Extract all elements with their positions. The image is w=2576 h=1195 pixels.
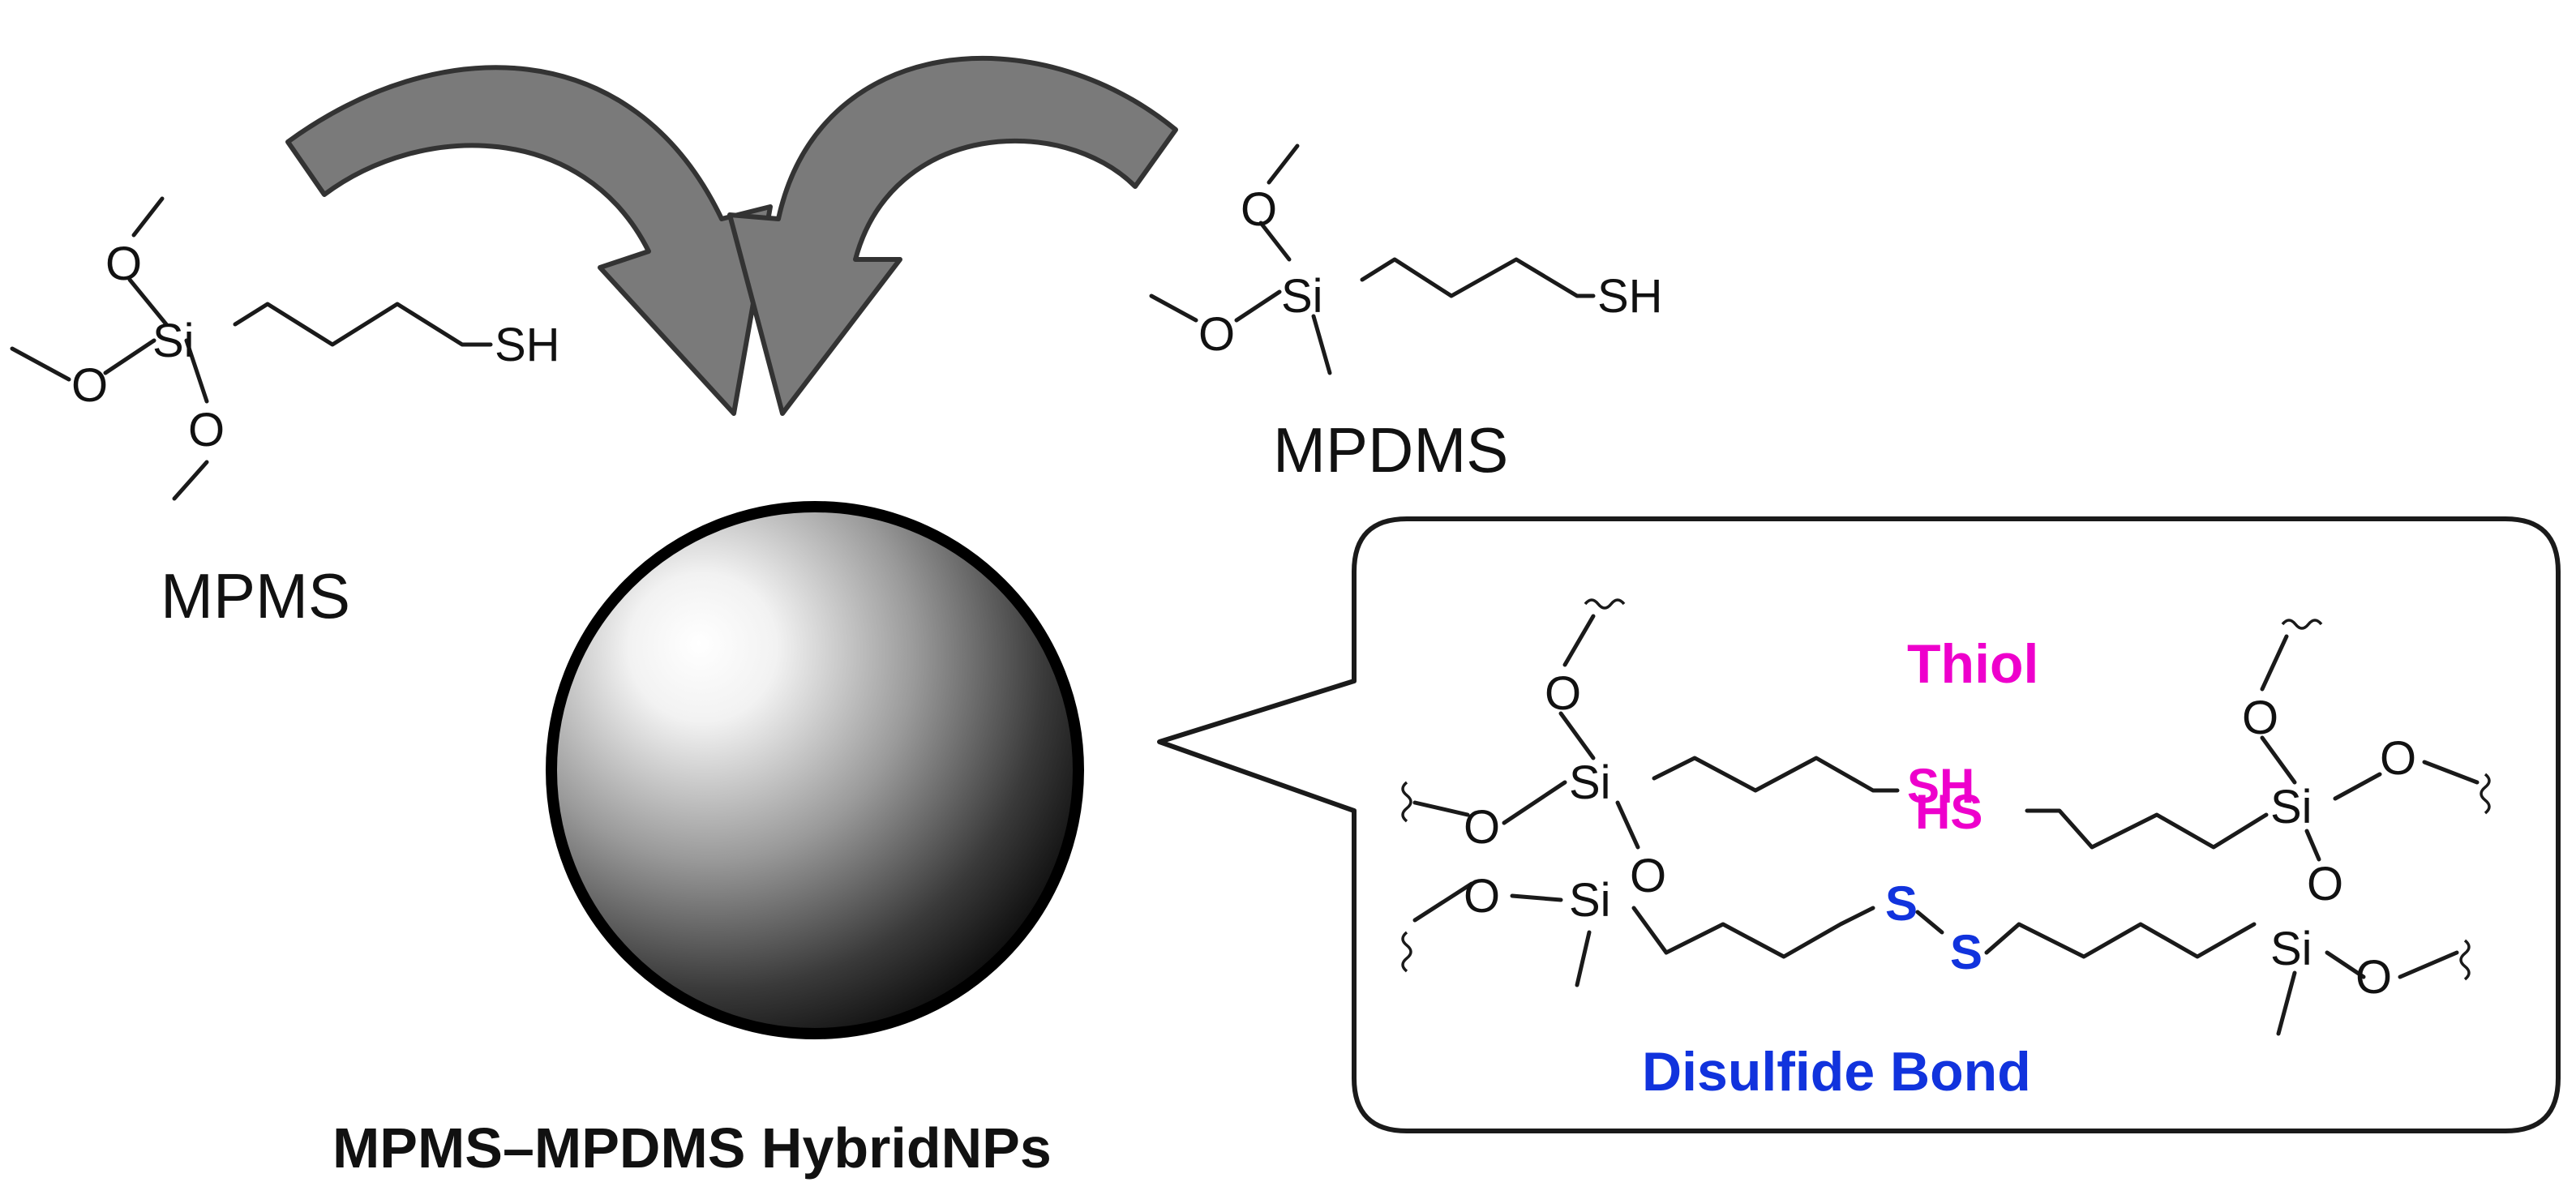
callout-silicon-d: Si: [2270, 923, 2312, 975]
mpms-oxygen-top: O: [105, 238, 142, 290]
callout-oxygen-f: O: [2307, 858, 2343, 910]
mpdms-molecule: O Si O SH MPDMS: [1149, 143, 1663, 486]
callout-oxygen-c: O: [1630, 850, 1666, 902]
callout-oxygen-g: O: [1464, 870, 1500, 923]
callout-oxygen-b: O: [1464, 801, 1500, 854]
mpms-oxygen-left: O: [71, 359, 108, 412]
arrow-left-curved: [285, 65, 773, 416]
callout-oxygen-a: O: [1545, 667, 1581, 720]
callout-disulfide-s1: S: [1885, 876, 1918, 931]
mpdms-silicon: Si: [1281, 270, 1323, 323]
callout-disulfide-s2: S: [1950, 925, 1982, 979]
mpdms-name: MPDMS: [1273, 414, 1508, 486]
callout-thiol-sh: SH: [1907, 759, 1974, 813]
callout-silicon-c: Si: [1569, 874, 1611, 927]
callout-thiol-hs: HS: [1915, 785, 1982, 839]
arrow-right-curved: [727, 55, 1178, 416]
callout-oxygen-d: O: [2242, 692, 2278, 744]
mpms-silicon: Si: [152, 315, 195, 367]
mpms-thiol-group: SH: [495, 319, 560, 371]
thiol-label: Thiol: [1907, 633, 2038, 695]
mpms-name: MPMS: [161, 560, 350, 632]
disulfide-label: Disulfide Bond: [1642, 1041, 2031, 1103]
callout-oxygen-e: O: [2380, 732, 2416, 785]
mpdms-oxygen-top: O: [1241, 183, 1277, 236]
callout-bubble: [1157, 516, 2561, 1133]
callout-silicon-b: Si: [2270, 781, 2312, 833]
mpms-oxygen-bottom: O: [188, 404, 225, 456]
mpdms-thiol-group: SH: [1597, 270, 1663, 323]
hybrid-nanoparticle-sphere: [546, 501, 1084, 1039]
callout-oxygen-h: O: [2355, 951, 2392, 1004]
mpms-molecule: O Si O O SH MPMS: [10, 196, 560, 632]
nanoparticle-caption: MPMS–MPDMS HybridNPs: [332, 1116, 1052, 1180]
callout-silicon-a: Si: [1569, 756, 1611, 809]
mpdms-oxygen-left: O: [1198, 308, 1235, 361]
callout-structure: O Si O O SH Thiol O Si O O HS O Si: [1401, 598, 2491, 1103]
